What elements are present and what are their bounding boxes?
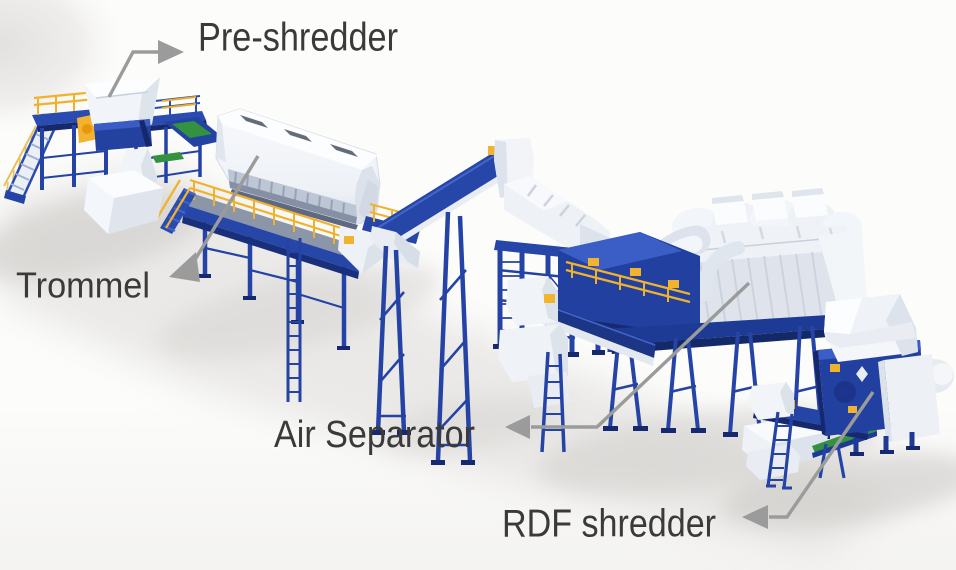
svg-text:Pre-shredder: Pre-shredder bbox=[198, 16, 398, 60]
svg-text:RDF shredder: RDF shredder bbox=[502, 503, 716, 546]
svg-text:Air Separator: Air Separator bbox=[274, 414, 475, 456]
svg-text:Trommel: Trommel bbox=[16, 265, 150, 306]
